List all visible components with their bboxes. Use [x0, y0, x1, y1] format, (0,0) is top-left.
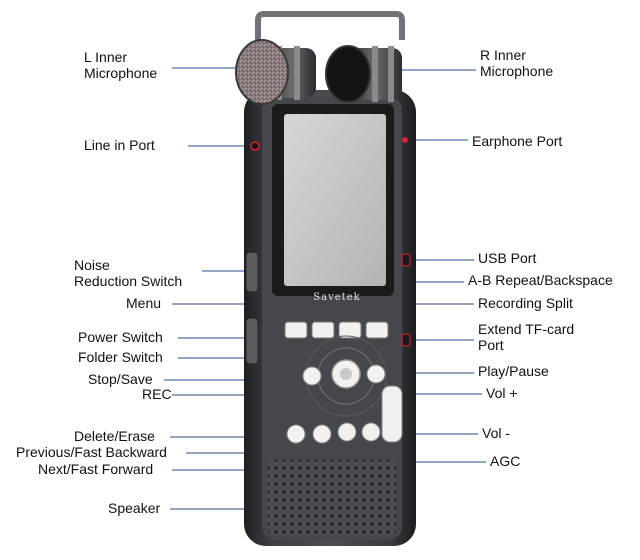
right-microphone: [325, 45, 402, 103]
menu-button[interactable]: [284, 321, 308, 339]
label-line-in-port: Line in Port: [84, 137, 155, 153]
label-line: Microphone: [84, 65, 157, 81]
label-line: A-B Repeat/Backspace: [468, 272, 613, 288]
noise-reduction-switch-knob[interactable]: [245, 251, 259, 293]
earphone-port-jack[interactable]: [402, 137, 408, 143]
label-line: Play/Pause: [478, 363, 549, 379]
label-vol-minus: Vol -: [482, 425, 510, 441]
label-ab-repeat: A-B Repeat/Backspace: [468, 272, 613, 288]
label-line: Extend TF-card: [478, 321, 574, 337]
left-microphone: [235, 39, 316, 105]
label-line: Next/Fast Forward: [38, 461, 153, 477]
label-line: Folder Switch: [78, 349, 163, 365]
label-stop-save: Stop/Save: [88, 371, 153, 387]
previous-button[interactable]: [312, 424, 332, 444]
label-line: REC: [142, 386, 172, 402]
label-agc: AGC: [490, 453, 520, 469]
mic-frame: [255, 11, 405, 40]
label-recording-split: Recording Split: [478, 295, 573, 311]
label-line: Power Switch: [78, 329, 163, 345]
label-line: Previous/Fast Backward: [16, 444, 167, 460]
label-line: USB Port: [478, 250, 536, 266]
label-line: Vol +: [486, 385, 518, 401]
volume-rocker[interactable]: [381, 385, 403, 443]
label-line: Microphone: [480, 63, 553, 79]
split-button[interactable]: [338, 321, 362, 339]
label-line: Port: [478, 337, 504, 353]
label-line: R Inner: [480, 47, 526, 63]
ab-repeat-button[interactable]: [311, 321, 335, 339]
label-play-pause: Play/Pause: [478, 363, 549, 379]
play-pause-button[interactable]: [366, 364, 386, 384]
label-line: AGC: [490, 453, 520, 469]
label-line: Stop/Save: [88, 371, 153, 387]
label-speaker: Speaker: [108, 500, 160, 516]
label-line: L Inner: [84, 49, 127, 65]
label-menu: Menu: [126, 295, 161, 311]
speaker-grill: [268, 460, 396, 536]
power-folder-switch-knob[interactable]: [245, 317, 259, 365]
label-previous-fast-backward: Previous/Fast Backward: [16, 444, 167, 460]
label-line: Recording Split: [478, 295, 573, 311]
next-button[interactable]: [337, 422, 357, 442]
agc-button[interactable]: [361, 422, 381, 442]
label-rec: REC: [142, 386, 172, 402]
screen: [284, 114, 386, 286]
label-line: Reduction Switch: [74, 273, 182, 289]
label-folder-switch: Folder Switch: [78, 349, 163, 365]
label-delete-erase: Delete/Erase: [74, 428, 155, 444]
label-line: Line in Port: [84, 137, 155, 153]
label-line: Delete/Erase: [74, 428, 155, 444]
usb-port-slot[interactable]: [401, 253, 411, 267]
label-line: Menu: [126, 295, 161, 311]
stop-save-button[interactable]: [302, 366, 322, 386]
label-vol-plus: Vol +: [486, 385, 518, 401]
rec-button-inner: [340, 368, 352, 380]
label-line: Vol -: [482, 425, 510, 441]
tf-card-slot[interactable]: [401, 333, 411, 347]
brand-logo: Savetek: [313, 292, 360, 303]
label-line: Earphone Port: [472, 133, 562, 149]
label-earphone-port: Earphone Port: [472, 133, 562, 149]
label-line: Speaker: [108, 500, 160, 516]
label-usb-port: USB Port: [478, 250, 536, 266]
aux-button[interactable]: [365, 321, 389, 339]
label-line: Noise: [74, 257, 110, 273]
line-in-port-jack[interactable]: [250, 141, 260, 151]
label-power-switch: Power Switch: [78, 329, 163, 345]
delete-erase-button[interactable]: [286, 424, 306, 444]
voice-recorder: Savetek: [235, 11, 416, 546]
label-next-fast-forward: Next/Fast Forward: [38, 461, 153, 477]
